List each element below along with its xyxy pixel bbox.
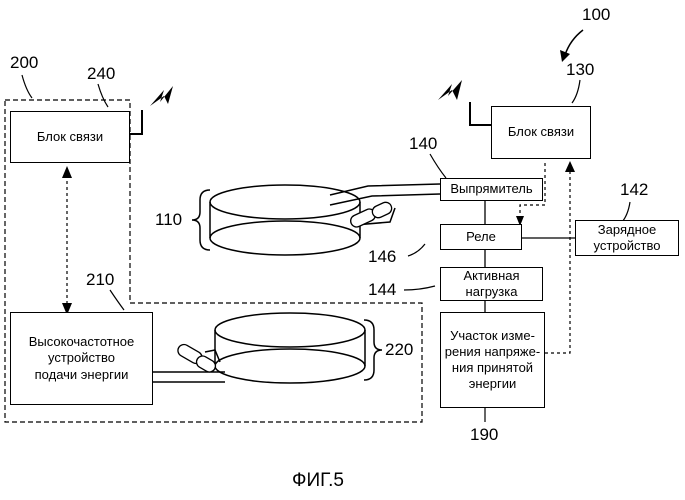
measurement-block: Участок изме- рения напряже- ния принято… [440,312,545,408]
rx-capacitor-icon [349,200,394,229]
leader-210 [110,290,124,310]
figure-caption: ФИГ.5 [292,470,344,492]
tx-antenna-icon [130,110,142,134]
ref-190: 190 [470,425,498,445]
leader-146 [408,244,425,256]
hf-label-line1: Высокочастотное [29,334,135,350]
rectifier-label: Выпрямитель [450,181,532,197]
rx-comm-label: Блок связи [508,124,574,140]
ref-110: 110 [155,210,182,230]
meas-label-line3: ния принятой [452,360,533,376]
load-block: Активная нагрузка [440,267,543,301]
leader-200 [22,75,32,98]
relay-block: Реле [440,224,522,250]
relay-label: Реле [466,229,496,245]
meas-label-line4: энергии [469,376,517,392]
rx-antenna-icon [470,102,491,125]
ref-142: 142 [620,180,648,200]
tx-lightning-icon [150,86,173,106]
tx-capacitor-icon [176,342,218,374]
tx-comm-label: Блок связи [37,129,103,145]
leader-130 [572,80,580,103]
rx-lightning-icon [438,80,462,100]
charger-label-line2: устройство [594,238,661,254]
hf-label-line2: устройство [48,350,115,366]
meas-label-line1: Участок изме- [450,328,535,344]
meas-feedback-line [545,171,570,353]
meas-label-line2: рения напряже- [445,344,540,360]
hf-label-line3: подачи энергии [35,367,129,383]
system-arrow-icon [560,30,583,62]
leader-142 [622,202,630,222]
ref-200: 200 [10,53,38,73]
ref-240: 240 [87,64,115,84]
ref-140: 140 [409,134,437,154]
ref-220: 220 [385,340,413,360]
brace-220 [364,320,382,380]
hf-power-block: Высокочастотное устройство подачи энерги… [10,312,153,405]
load-label-line1: Активная [463,268,519,284]
rectifier-block: Выпрямитель [440,178,543,201]
ref-100: 100 [582,5,610,25]
rx-coil-icon [210,184,440,255]
load-label-line2: нагрузка [466,284,518,300]
charger-label-line1: Зарядное [598,222,656,238]
ref-144: 144 [368,280,396,300]
tx-comm-block: Блок связи [10,111,130,163]
leader-144 [404,286,435,290]
charger-block: Зарядное устройство [575,220,679,256]
brace-110 [192,190,210,250]
ref-130: 130 [566,60,594,80]
leader-240 [98,84,108,107]
ref-146: 146 [368,247,396,267]
leader-140 [430,154,446,178]
ref-210: 210 [86,270,114,290]
rx-comm-block: Блок связи [491,106,591,159]
